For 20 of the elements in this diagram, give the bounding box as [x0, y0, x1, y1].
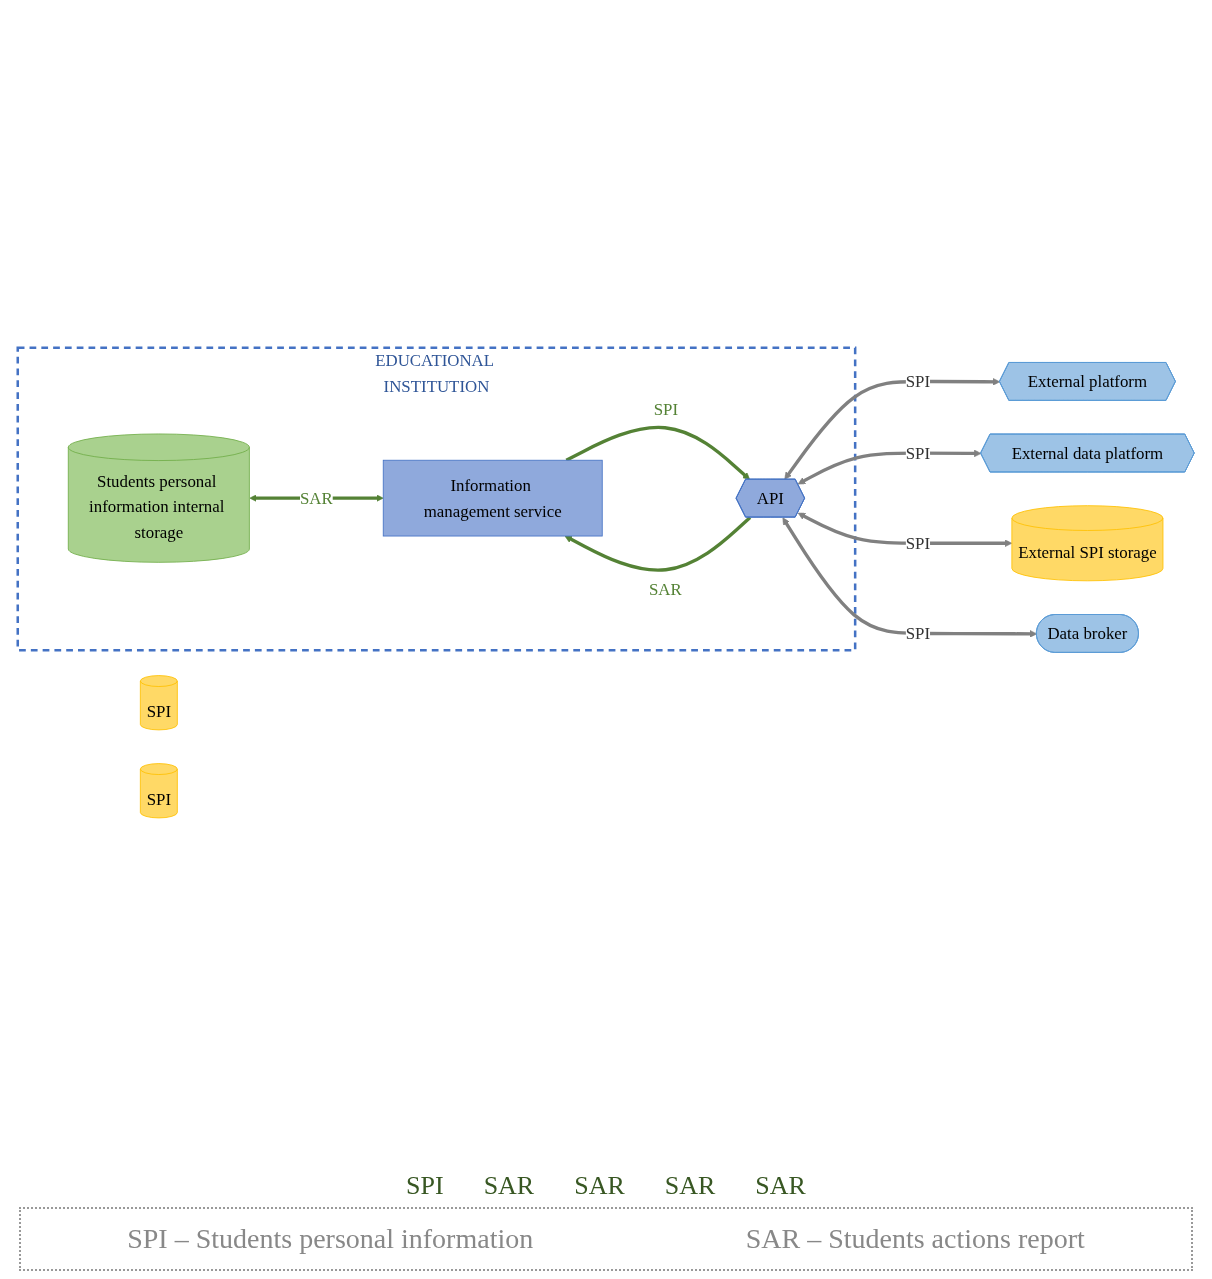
arrow	[784, 377, 1001, 480]
arrow	[564, 515, 752, 572]
arrow	[565, 425, 750, 480]
edge-label: SPI	[905, 371, 931, 391]
legend-text: SAR – Students actions report	[745, 1223, 1085, 1255]
edge-label: SAR	[299, 488, 333, 508]
line-label: SAR	[574, 1171, 625, 1201]
edge-label: SPI	[905, 443, 931, 462]
arrow	[797, 512, 1013, 547]
edge-label: SPI	[653, 399, 679, 418]
line-label: SAR	[483, 1171, 535, 1201]
line-label: SPI	[406, 1171, 444, 1201]
edge-label: SPI	[905, 533, 931, 553]
edge-label: SPI	[905, 623, 931, 643]
line-label: SAR	[755, 1171, 806, 1201]
line-label: SAR	[664, 1171, 716, 1201]
legend-text: SPI – Students personal information	[127, 1223, 534, 1255]
arrow	[782, 517, 1038, 638]
edge-label: SAR	[648, 579, 682, 598]
node-box: Information management service	[382, 459, 603, 537]
